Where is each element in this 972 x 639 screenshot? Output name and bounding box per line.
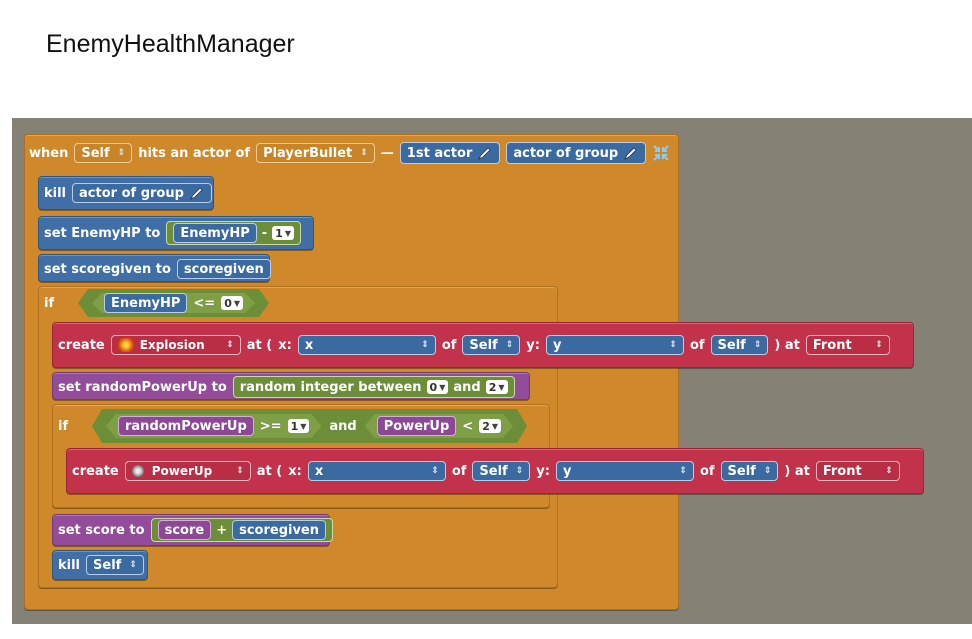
set-randompowerup-block[interactable]: set randomPowerUp to random integer betw… — [52, 372, 530, 400]
of-label: of — [441, 337, 457, 353]
y-dropdown[interactable]: y⇕ — [555, 461, 694, 481]
at-label: at ( — [256, 463, 283, 479]
number-field[interactable]: 1▼ — [272, 226, 294, 240]
scoregiven-var[interactable]: scoregiven — [232, 520, 327, 540]
actor-dropdown[interactable]: PowerUp ⇕ — [124, 461, 251, 481]
when-label: when — [29, 145, 69, 161]
pencil-icon — [190, 187, 203, 200]
score-var[interactable]: score — [157, 520, 212, 540]
kill-actor-block[interactable]: kill actor of group — [38, 176, 214, 210]
scoregiven-var[interactable]: scoregiven — [176, 259, 271, 279]
pencil-icon — [478, 147, 491, 160]
set-label: set score to — [58, 522, 145, 538]
explosion-icon — [117, 338, 134, 352]
minus-operator: - — [261, 225, 268, 241]
set-label: set randomPowerUp to — [58, 379, 227, 395]
if-label: if — [44, 295, 55, 311]
self-dropdown[interactable]: Self⇕ — [74, 143, 133, 163]
number-field[interactable]: 2▼ — [479, 419, 501, 433]
math-block[interactable]: score + scoregiven — [150, 518, 334, 542]
set-scoregiven-block[interactable]: set scoregiven to scoregiven — [38, 254, 271, 282]
powerup-icon — [131, 465, 144, 477]
set-score-block[interactable]: set score to score + scoregiven — [52, 514, 334, 546]
number-field[interactable]: 0▼ — [221, 296, 243, 310]
random-integer-block[interactable]: random integer between 0▼ and 2▼ — [232, 376, 515, 398]
x-dropdown[interactable]: x⇕ — [307, 461, 446, 481]
condition-block[interactable]: EnemyHP <= 0▼ — [78, 289, 269, 317]
set-enemyhp-block[interactable]: set EnemyHP to EnemyHP - 1▼ — [38, 216, 314, 250]
dash-label: — — [380, 145, 394, 161]
number-field[interactable]: 0▼ — [426, 380, 449, 394]
if-label: if — [58, 418, 69, 434]
y-label: y: — [526, 337, 540, 353]
number-field[interactable]: 1▼ — [288, 419, 310, 433]
page-title: EnemyHealthManager — [46, 30, 295, 58]
first-actor-block[interactable]: 1st actor — [399, 142, 501, 164]
and-condition-block[interactable]: randomPowerUp >= 1▼ and PowerUp < 2▼ — [92, 409, 527, 443]
self-dropdown[interactable]: Self⇕ — [462, 335, 521, 355]
lte-operator: <= — [193, 295, 216, 311]
of-label: of — [689, 337, 705, 353]
gte-operator: >= — [259, 418, 282, 434]
create-label: create — [72, 463, 119, 479]
script-canvas[interactable]: when Self⇕ hits an actor of PlayerBullet… — [12, 118, 972, 624]
comparison-block[interactable]: PowerUp < 2▼ — [365, 414, 513, 438]
set-label: set scoregiven to — [44, 261, 171, 277]
kill-label: kill — [44, 185, 67, 201]
math-block[interactable]: EnemyHP - 1▼ — [166, 221, 301, 245]
hits-label: hits an actor of — [138, 145, 251, 161]
self-dropdown[interactable]: Self⇕ — [720, 461, 779, 481]
self-dropdown[interactable]: Self⇕ — [472, 461, 531, 481]
at-label: ) at — [784, 463, 810, 479]
pencil-icon — [624, 147, 637, 160]
layer-dropdown[interactable]: Front⇕ — [805, 335, 890, 355]
lt-operator: < — [462, 418, 474, 434]
y-label: y: — [536, 463, 550, 479]
powerup-var[interactable]: PowerUp — [377, 416, 457, 436]
actor-of-group-block[interactable]: actor of group — [506, 142, 647, 164]
create-powerup-block[interactable]: create PowerUp ⇕ at ( x: x⇕ of Self⇕ y: … — [66, 448, 924, 494]
x-dropdown[interactable]: x⇕ — [297, 335, 436, 355]
and-label: and — [453, 379, 481, 395]
at-label: at ( — [246, 337, 273, 353]
player-bullet-dropdown[interactable]: PlayerBullet⇕ — [256, 143, 375, 163]
set-label: set EnemyHP to — [44, 225, 161, 241]
actor-of-group-block[interactable]: actor of group — [72, 183, 212, 203]
x-label: x: — [288, 463, 302, 479]
enemyhp-var[interactable]: EnemyHP — [104, 293, 187, 313]
enemyhp-var[interactable]: EnemyHP — [173, 223, 257, 243]
at-label: ) at — [774, 337, 800, 353]
of-label: of — [451, 463, 467, 479]
random-label: random integer between — [239, 379, 422, 395]
self-dropdown[interactable]: Self⇕ — [86, 555, 144, 575]
y-dropdown[interactable]: y⇕ — [545, 335, 684, 355]
self-dropdown[interactable]: Self⇕ — [710, 335, 769, 355]
collapse-icon[interactable] — [652, 144, 670, 162]
comparison-block[interactable]: EnemyHP <= 0▼ — [92, 293, 255, 313]
number-field[interactable]: 2▼ — [485, 380, 508, 394]
plus-operator: + — [216, 522, 228, 538]
create-label: create — [58, 337, 105, 353]
comparison-block[interactable]: randomPowerUp >= 1▼ — [106, 414, 321, 438]
create-explosion-block[interactable]: create Explosion ⇕ at ( x: x⇕ of Self⇕ y… — [52, 322, 914, 368]
kill-label: kill — [58, 557, 81, 573]
and-label: and — [329, 418, 357, 434]
of-label: of — [699, 463, 715, 479]
actor-dropdown[interactable]: Explosion ⇕ — [110, 335, 241, 355]
x-label: x: — [278, 337, 292, 353]
layer-dropdown[interactable]: Front⇕ — [815, 461, 900, 481]
randompowerup-var[interactable]: randomPowerUp — [118, 416, 254, 436]
kill-self-block[interactable]: kill Self⇕ — [52, 550, 148, 580]
